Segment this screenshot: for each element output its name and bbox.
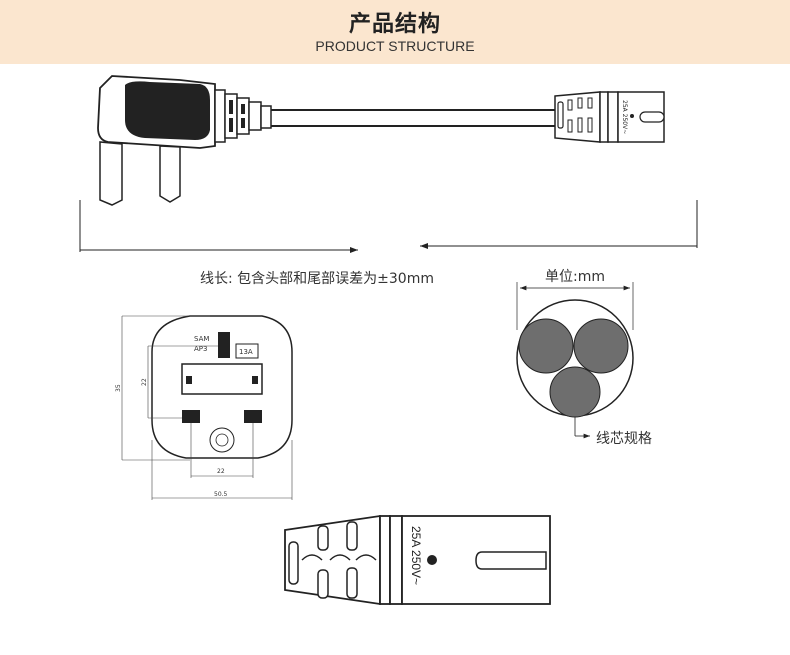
uk-plug-side-view xyxy=(97,75,272,206)
cable-length-note: 线长: 包含头部和尾部误差为±30mm xyxy=(200,271,434,287)
connector-enlarged-view: 25A 250V~ xyxy=(284,514,551,606)
cable-cross-section xyxy=(516,282,634,439)
page-subtitle: PRODUCT STRUCTURE xyxy=(315,38,475,54)
dim-width-label: 50.5 xyxy=(214,491,228,498)
connector-side-view: 25A 250V~ xyxy=(554,91,665,143)
plug-brand-line1: SAM xyxy=(194,335,209,343)
dim-height-label: 35 xyxy=(115,384,122,392)
fuse-rating-label: 13A xyxy=(239,348,253,356)
unit-label: 单位:mm xyxy=(545,269,605,285)
cable-length-dimension xyxy=(79,200,698,253)
connector-rating-small: 25A 250V~ xyxy=(621,100,628,134)
cable-wires xyxy=(271,109,555,127)
plug-brand-line2: AP3 xyxy=(194,345,207,353)
dim-pin-spacing-label: 22 xyxy=(217,468,225,475)
header-banner: 产品结构 PRODUCT STRUCTURE xyxy=(0,0,790,64)
dim-pin-height-label: 22 xyxy=(141,378,148,386)
page-title: 产品结构 xyxy=(348,12,441,37)
core-spec-label: 线芯规格 xyxy=(596,431,652,447)
uk-plug-front-view: SAM AP3 13A 35 22 22 50.5 xyxy=(115,315,293,500)
connector-rating-label: 25A 250V~ xyxy=(409,526,423,585)
